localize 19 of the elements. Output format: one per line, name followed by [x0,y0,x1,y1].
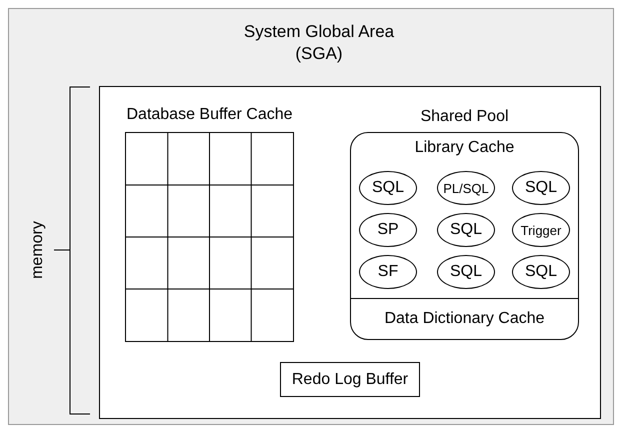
area-heading: System Global Area (SGA) [242,21,396,65]
buffer-box [280,362,420,397]
component-oval: SQL [512,255,570,289]
memory-box [99,86,601,419]
component-oval: SQL [512,171,570,205]
section-heading: Library Cache [414,139,516,157]
component-oval: SQL [359,171,417,205]
section-heading: Data Dictionary Cache [383,310,546,328]
component-oval: SQL [437,255,495,289]
area-panel [8,8,614,425]
component-oval: PL/SQL [437,171,495,205]
cache-heading: Database Buffer Cache [125,106,294,124]
component-oval: SQL [437,213,495,247]
component-oval: Trigger [512,213,570,247]
buffer-heading: Redo Log Buffer [290,371,410,389]
component-oval: SF [359,255,417,289]
pool-heading: Shared Pool [419,108,510,126]
side-label: memory [29,221,47,279]
component-oval: SP [359,213,417,247]
